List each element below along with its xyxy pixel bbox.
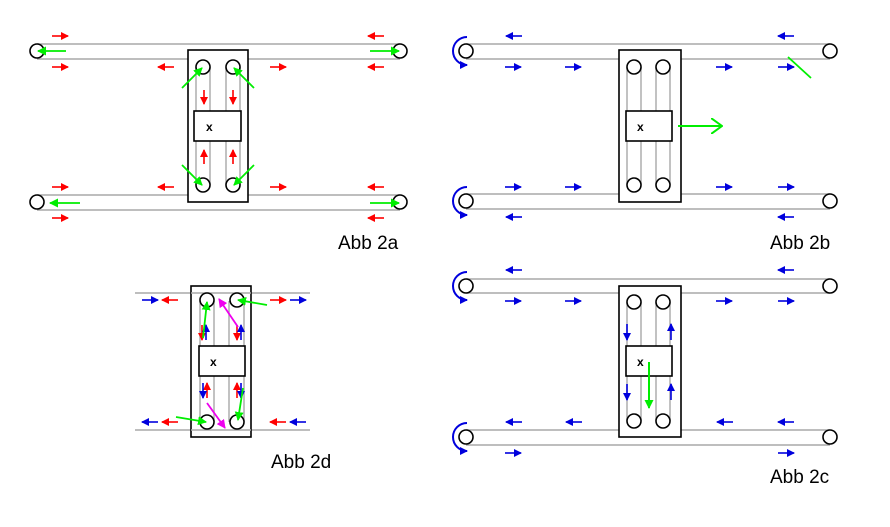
- red-arrows: [52, 32, 384, 222]
- blue-arrows: [505, 266, 795, 457]
- end-pulleys: [458, 43, 838, 209]
- figure-2d: x: [135, 285, 331, 473]
- blue-arrows: [141, 296, 307, 426]
- green-arrows: [37, 46, 400, 208]
- end-pulleys: [458, 278, 838, 445]
- figure-2a: x: [29, 32, 408, 254]
- figure-caption: Abb 2d: [271, 452, 331, 473]
- tool-head: [193, 110, 242, 142]
- carriage-pulleys: [626, 59, 671, 193]
- center-mark: x: [637, 355, 644, 369]
- figure-2c: x Abb 2c: [452, 266, 838, 488]
- figure-caption: Abb 2b: [770, 233, 830, 254]
- tool-head: [198, 345, 246, 377]
- center-mark: x: [210, 355, 217, 369]
- rotation-arcs: [452, 36, 468, 219]
- blue-arrows: [505, 32, 795, 221]
- center-mark: x: [206, 120, 213, 134]
- figure-caption: Abb 2a: [338, 233, 399, 254]
- green-arrows: [175, 296, 268, 426]
- figure-2b: x Abb 2b: [452, 32, 838, 254]
- rotation-arcs: [452, 271, 468, 455]
- green-force-line: [787, 56, 812, 79]
- center-mark: x: [637, 120, 644, 134]
- tool-head: [625, 110, 673, 142]
- magenta-arrows: [206, 298, 239, 429]
- figure-caption: Abb 2c: [770, 467, 829, 488]
- carriage-pulleys: [626, 294, 671, 429]
